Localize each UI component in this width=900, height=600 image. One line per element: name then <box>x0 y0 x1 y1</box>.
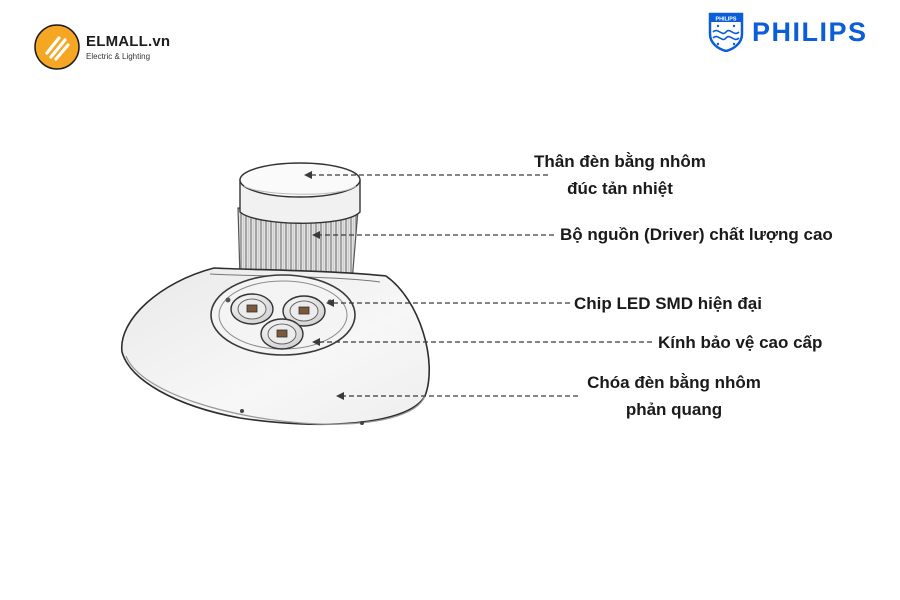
label-reflector: Chóa đèn bằng nhôm phản quang <box>572 369 776 423</box>
label-reflector-text: Chóa đèn bằng nhôm phản quang <box>587 373 761 419</box>
philips-wordmark: PHILIPS <box>752 16 868 47</box>
philips-shield-text: PHILIPS <box>716 16 737 22</box>
label-lamp-body: Thân đèn bằng nhôm đúc tản nhiệt <box>520 148 720 202</box>
arrowhead-body <box>304 171 312 179</box>
arrowhead-glass <box>312 338 320 346</box>
brand-tagline: Electric & Lighting <box>86 51 151 61</box>
label-protective-glass: Kính bảo vệ cao cấp <box>658 333 823 352</box>
led-chip-left <box>230 293 274 325</box>
label-driver: Bộ nguồn (Driver) chất lượng cao <box>560 225 833 244</box>
brand-name: ELMALL.vn <box>86 32 171 50</box>
philips-logo: PHILIPS PHILIPS <box>708 12 868 52</box>
elmall-brand: ELMALL.vn Electric & Lighting <box>34 24 170 70</box>
arrowhead-chip <box>326 299 334 307</box>
led-chip-right <box>282 295 326 327</box>
label-lamp-body-text: Thân đèn bằng nhôm đúc tản nhiệt <box>534 152 706 198</box>
philips-shield-icon: PHILIPS <box>708 12 744 52</box>
elmall-logo-icon <box>34 24 80 70</box>
led-chip-bottom <box>260 318 304 350</box>
label-led-chip: Chip LED SMD hiện đại <box>574 294 762 313</box>
lamp-top-cap <box>239 162 361 224</box>
arrowhead-driver <box>312 231 320 239</box>
arrowhead-reflector <box>336 392 344 400</box>
